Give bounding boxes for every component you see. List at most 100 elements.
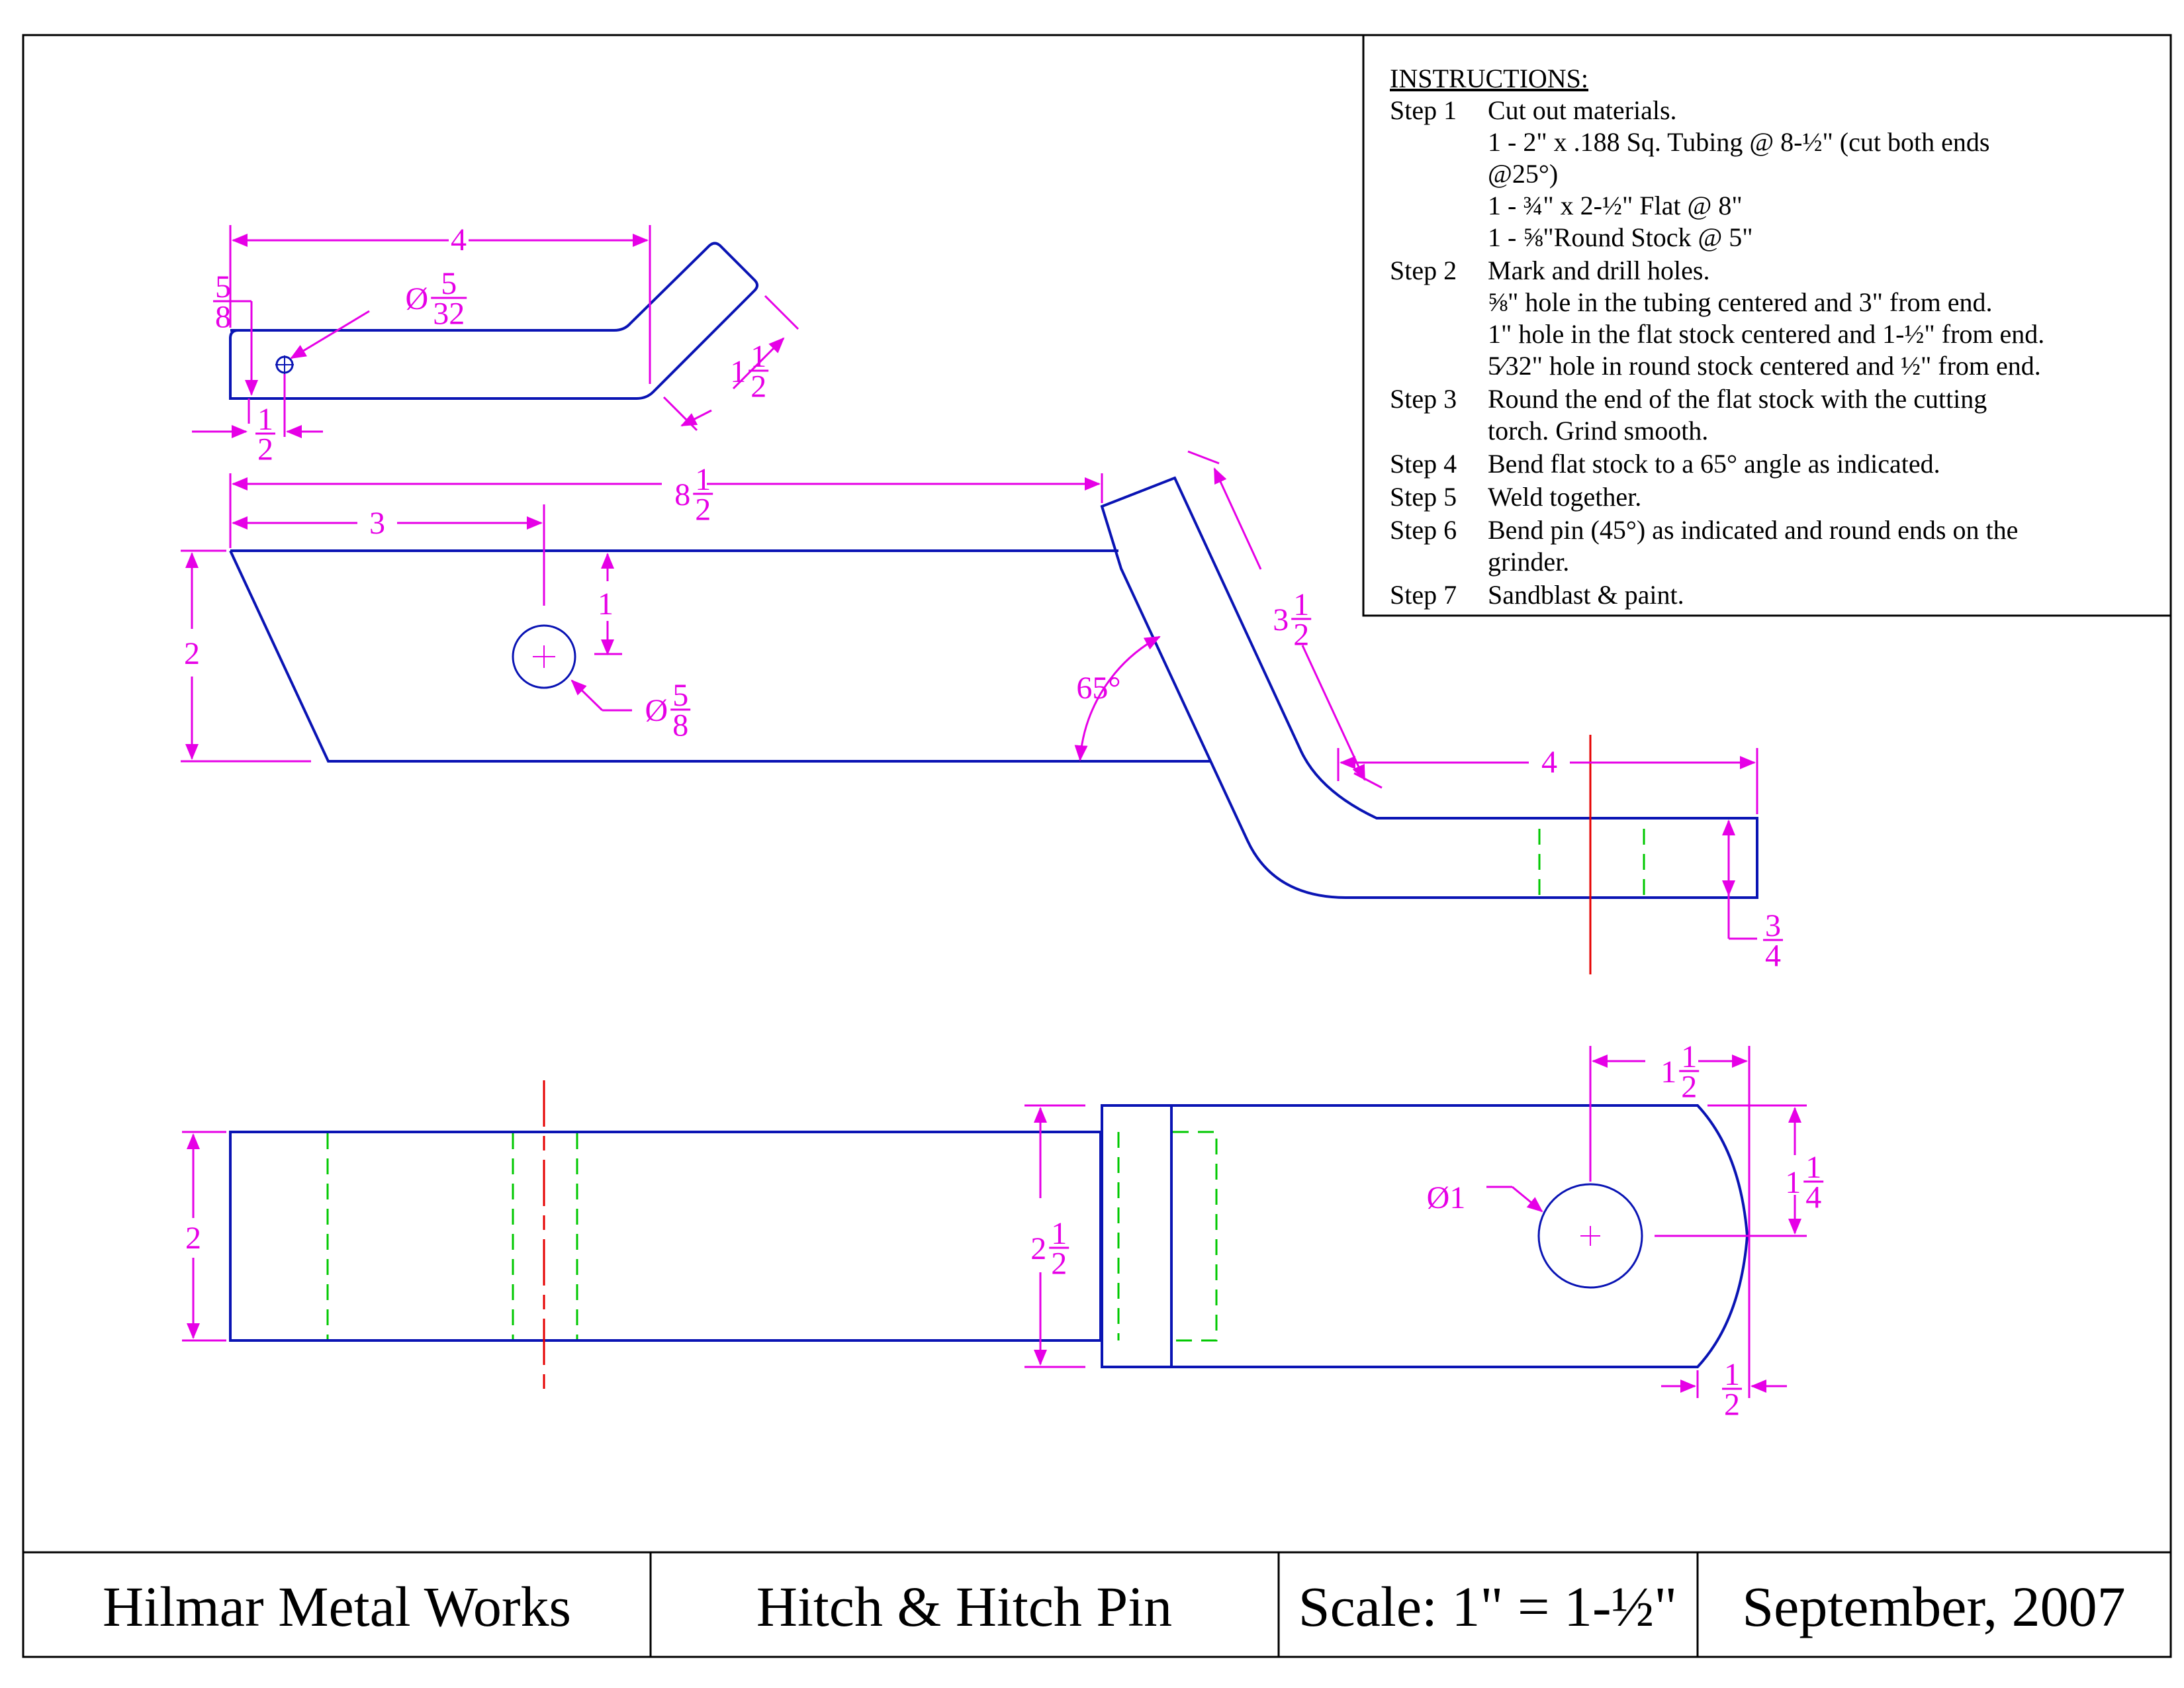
dim-denominator: 2 bbox=[1293, 617, 1309, 652]
flat-hole bbox=[1537, 1183, 1643, 1289]
top-hidden-lines bbox=[326, 1131, 1218, 1342]
dim-numerator: 1 bbox=[1293, 587, 1309, 622]
instruction-line: Mark and drill holes. bbox=[1488, 256, 1710, 285]
instruction-line: torch. Grind smooth. bbox=[1488, 416, 1708, 445]
dim-whole: 2 bbox=[1030, 1231, 1046, 1266]
dim-numerator: 1 bbox=[1051, 1216, 1067, 1251]
pin-diameter-dim: 58 bbox=[213, 269, 233, 334]
instruction-step-label: Step 4 bbox=[1390, 449, 1457, 479]
dim-denominator: 2 bbox=[751, 369, 766, 404]
flat-bar-outline bbox=[1100, 476, 1758, 899]
pin-end-dim: 12 bbox=[255, 402, 275, 467]
dim-numerator: 1 bbox=[1681, 1039, 1697, 1074]
dim-denominator: 2 bbox=[1051, 1246, 1067, 1281]
pin-dimension-lines bbox=[192, 225, 799, 438]
dim-whole: 1 bbox=[730, 354, 746, 389]
dim-whole: 1 bbox=[1785, 1165, 1801, 1200]
pin-outline bbox=[229, 242, 758, 400]
dim-numerator: 1 bbox=[695, 462, 711, 497]
instruction-step-label: Step 3 bbox=[1390, 384, 1457, 414]
tube-width-dim: 2 bbox=[185, 1221, 201, 1256]
instruction-line: Cut out materials. bbox=[1488, 95, 1677, 125]
dim-denominator: 8 bbox=[215, 299, 231, 334]
dim-denominator: 2 bbox=[1681, 1069, 1697, 1104]
dim-numerator: 1 bbox=[751, 339, 766, 374]
instruction-line: Weld together. bbox=[1488, 482, 1641, 512]
dim-whole: Ø bbox=[645, 693, 668, 728]
side-dimension-lines bbox=[181, 450, 1758, 940]
flat-top-outline bbox=[1101, 1104, 1749, 1368]
instruction-step-label: Step 7 bbox=[1390, 580, 1457, 610]
top-dimension-lines bbox=[182, 1046, 1807, 1398]
dim-whole: 8 bbox=[674, 477, 690, 512]
instruction-line: Sandblast & paint. bbox=[1488, 580, 1684, 610]
instruction-line: Round the end of the flat stock with the… bbox=[1488, 384, 1987, 414]
instruction-line: Bend flat stock to a 65° angle as indica… bbox=[1488, 449, 1940, 479]
flat-end-dim: 4 bbox=[1541, 745, 1557, 780]
instruction-line: 1 - ¾" x 2-½" Flat @ 8" bbox=[1488, 191, 1743, 220]
dim-numerator: 3 bbox=[1765, 908, 1781, 943]
dim-denominator: 32 bbox=[433, 296, 465, 331]
title-block: Hilmar Metal Works Hitch & Hitch Pin Sca… bbox=[103, 1575, 2126, 1638]
drawing-scale: Scale: 1" = 1-½" bbox=[1298, 1575, 1677, 1638]
flat-hole-dim: Ø1 bbox=[1427, 1180, 1466, 1215]
dim-denominator: 8 bbox=[672, 708, 688, 743]
instruction-line: grinder. bbox=[1488, 547, 1569, 577]
dim-denominator: 2 bbox=[1724, 1387, 1740, 1422]
flat-hidden-lines bbox=[1538, 829, 1645, 895]
drawing-title: Hitch & Hitch Pin bbox=[756, 1575, 1172, 1638]
dim-numerator: 1 bbox=[257, 402, 273, 437]
tube-outline bbox=[229, 549, 1211, 763]
tube-hole bbox=[512, 624, 576, 689]
instruction-line: ⅝" hole in the tubing centered and 3" fr… bbox=[1488, 287, 1992, 317]
drawing-border bbox=[22, 34, 2172, 1658]
dim-numerator: 5 bbox=[441, 266, 457, 301]
radius-end-dim: 12 bbox=[1722, 1357, 1742, 1422]
drawing-date: September, 2007 bbox=[1742, 1575, 2125, 1638]
instruction-step-label: Step 5 bbox=[1390, 482, 1457, 512]
instruction-line: @25°) bbox=[1488, 159, 1558, 189]
instruction-step-label: Step 6 bbox=[1390, 515, 1457, 545]
dim-whole: 3 bbox=[1273, 602, 1289, 637]
dim-denominator: 2 bbox=[257, 432, 273, 467]
dim-whole: Ø bbox=[406, 281, 429, 316]
tube-top-outline bbox=[229, 1131, 1102, 1342]
tube-height-dim: 2 bbox=[184, 636, 200, 671]
bend-angle-dim: 65° bbox=[1076, 671, 1120, 706]
dim-numerator: 1 bbox=[1805, 1150, 1821, 1185]
dim-denominator: 2 bbox=[695, 492, 711, 527]
instruction-line: 1 - 2" x .188 Sq. Tubing @ 8-½" (cut bot… bbox=[1488, 127, 1989, 157]
instruction-line: 1" hole in the flat stock centered and 1… bbox=[1488, 319, 2044, 349]
dim-denominator: 4 bbox=[1805, 1180, 1821, 1215]
instructions-heading: INSTRUCTIONS: bbox=[1390, 64, 1588, 93]
dim-denominator: 4 bbox=[1765, 938, 1781, 973]
instruction-line: Bend pin (45°) as indicated and round en… bbox=[1488, 515, 2018, 545]
dim-whole: 1 bbox=[1661, 1055, 1676, 1090]
dim-text: Ø1 bbox=[1427, 1180, 1466, 1215]
instruction-line: 1 - ⅝"Round Stock @ 5" bbox=[1488, 222, 1753, 252]
instruction-line: 5⁄32" hole in round stock centered and ½… bbox=[1488, 351, 2041, 381]
dim-numerator: 1 bbox=[1724, 1357, 1740, 1392]
dim-numerator: 5 bbox=[672, 678, 688, 713]
pin-length-dim: 4 bbox=[451, 222, 467, 258]
hole-offset-dim: 1 bbox=[598, 586, 614, 622]
hole-location-dim: 3 bbox=[369, 506, 385, 541]
company-name: Hilmar Metal Works bbox=[103, 1575, 571, 1638]
instruction-step-label: Step 1 bbox=[1390, 95, 1457, 125]
dim-numerator: 5 bbox=[215, 269, 231, 305]
flat-thickness-dim: 34 bbox=[1763, 908, 1783, 973]
instruction-step-label: Step 2 bbox=[1390, 256, 1457, 285]
